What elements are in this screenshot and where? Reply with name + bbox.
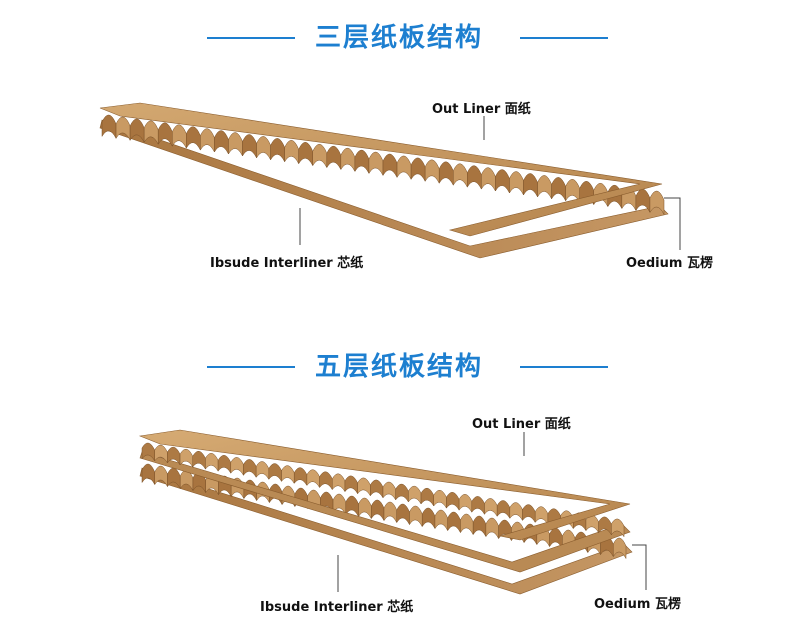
flute — [205, 453, 219, 473]
flute — [281, 465, 295, 485]
corrugated-medium — [101, 114, 665, 215]
flute — [460, 513, 474, 535]
flute — [433, 489, 447, 509]
three-layer-label-inner-liner: Ibsude Interliner 芯纸 — [210, 256, 364, 271]
title-divider-right — [520, 366, 608, 368]
corrugated-medium-lower — [141, 463, 627, 559]
flute — [409, 505, 423, 527]
flute — [383, 501, 397, 523]
flute — [344, 475, 358, 495]
flute — [509, 502, 523, 522]
title-divider-left — [207, 37, 295, 39]
flute — [611, 518, 625, 538]
flute — [293, 467, 308, 487]
flute — [485, 517, 499, 539]
flute — [382, 481, 396, 501]
three-layer-title-row: 三层纸板结构 — [0, 18, 790, 58]
flute — [421, 507, 436, 529]
three-layer-label-medium: Oedium 瓦楞 — [626, 256, 713, 271]
leader-line-medium — [632, 544, 647, 590]
three-layer-title: 三层纸板结构 — [315, 23, 484, 53]
flute — [371, 499, 385, 521]
flute — [357, 477, 371, 497]
five-layer-label-out-liner: Out Liner 面纸 — [472, 417, 571, 432]
leader-line-medium — [664, 197, 681, 250]
flute — [141, 463, 155, 485]
five-layer-title-row: 五层纸板结构 — [0, 347, 790, 387]
flute — [268, 463, 282, 483]
five-layer-label-inner-liner: Ibsude Interliner 芯纸 — [260, 600, 414, 615]
flute — [255, 461, 270, 481]
three-layer-label-out-liner: Out Liner 面纸 — [432, 102, 531, 117]
flute — [446, 492, 460, 512]
flute — [243, 459, 257, 479]
flute — [396, 503, 410, 525]
flute — [496, 500, 511, 520]
flute — [230, 457, 244, 477]
flute — [447, 511, 461, 533]
flute — [471, 496, 485, 516]
title-divider-right — [520, 37, 608, 39]
corrugated-medium-upper — [141, 442, 625, 538]
flute — [192, 450, 206, 470]
flute — [434, 509, 448, 531]
five-layer-label-medium: Oedium 瓦楞 — [594, 597, 681, 612]
flute — [370, 479, 384, 499]
flute — [522, 504, 536, 524]
out-liner-sheet — [99, 102, 663, 237]
flute — [217, 455, 232, 475]
out-liner-sheet — [138, 429, 631, 541]
flute — [472, 515, 487, 537]
flute — [306, 469, 320, 489]
flute — [154, 465, 168, 487]
three-layer-board-illustration — [99, 102, 681, 259]
flute — [649, 190, 665, 215]
flute — [613, 537, 627, 559]
flute — [319, 471, 333, 491]
five-layer-title: 五层纸板结构 — [315, 352, 484, 382]
flute — [534, 506, 549, 526]
flute — [395, 483, 409, 503]
flute — [458, 494, 473, 514]
title-divider-left — [207, 366, 295, 368]
flute — [420, 487, 434, 507]
flute — [484, 498, 498, 518]
flute — [358, 497, 372, 519]
flute — [332, 473, 346, 493]
flute — [408, 485, 422, 505]
